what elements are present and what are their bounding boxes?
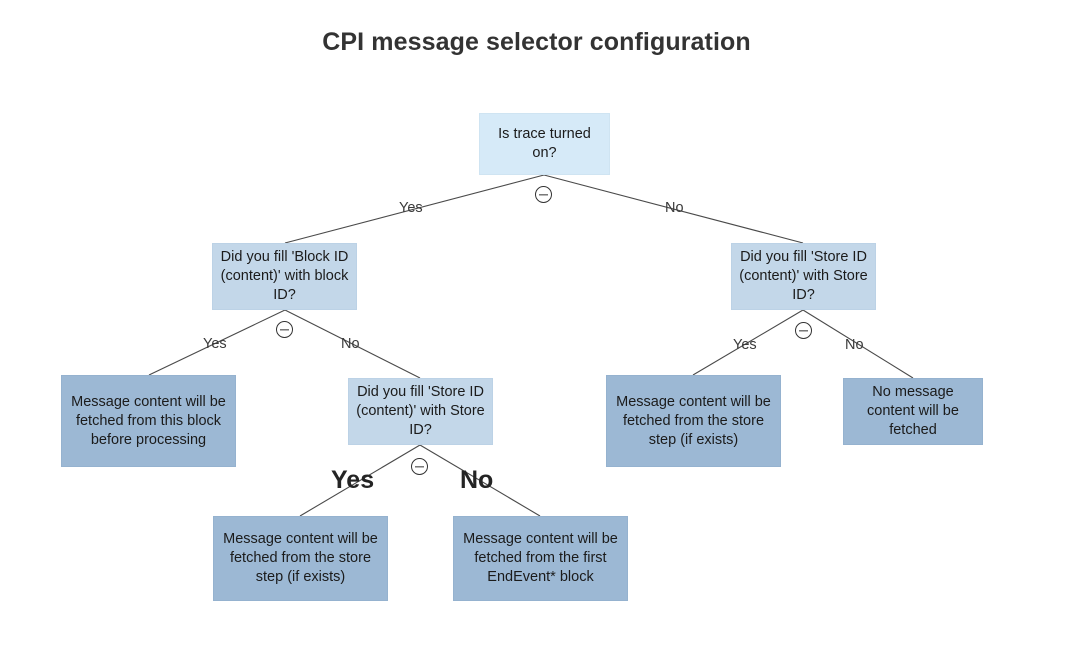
edge-label-storem-no: No — [460, 466, 494, 494]
node-block-id-q[interactable]: Did you fill 'Block ID (content)' with b… — [212, 243, 357, 310]
collapse-minus-icon[interactable] — [535, 186, 552, 203]
edge-block-no — [284, 309, 421, 379]
node-leaf-store-r[interactable]: Message content will be fetched from the… — [606, 375, 781, 467]
node-label: Did you fill 'Store ID (content)' with S… — [356, 384, 485, 438]
node-store-id-q-r[interactable]: Did you fill 'Store ID (content)' with S… — [731, 243, 876, 310]
node-label: No message content will be fetched — [867, 384, 959, 438]
node-label: Message content will be fetched from the… — [616, 393, 771, 448]
node-label: Did you fill 'Store ID (content)' with S… — [739, 249, 868, 303]
edge-label-storer-no: No — [845, 337, 864, 353]
node-label: Did you fill 'Block ID (content)' with b… — [220, 249, 349, 303]
edge-root-no — [543, 174, 804, 244]
edge-root-yes — [284, 174, 545, 244]
edge-label-storer-yes: Yes — [733, 337, 757, 353]
node-store-id-q-m[interactable]: Did you fill 'Store ID (content)' with S… — [348, 378, 493, 445]
page-title: CPI message selector configuration — [322, 28, 751, 56]
edge-label-block-yes: Yes — [203, 336, 227, 352]
edge-block-yes — [148, 309, 286, 376]
node-label: Message content will be fetched from thi… — [71, 393, 226, 448]
collapse-minus-icon[interactable] — [411, 458, 428, 475]
collapse-minus-icon[interactable] — [276, 321, 293, 338]
node-leaf-block[interactable]: Message content will be fetched from thi… — [61, 375, 236, 467]
node-label: Message content will be fetched from the… — [463, 531, 618, 585]
edge-storem-no — [419, 444, 541, 517]
edge-storer-no — [802, 309, 914, 379]
edge-storer-yes — [692, 309, 804, 376]
edge-label-root-no: No — [665, 200, 684, 216]
node-leaf-none[interactable]: No message content will be fetched — [843, 378, 983, 445]
edge-storem-yes — [299, 444, 421, 517]
node-label: Is trace turned on? — [498, 126, 591, 161]
collapse-minus-icon[interactable] — [795, 322, 812, 339]
node-label: Message content will be fetched from the… — [223, 531, 378, 585]
node-leaf-store-m[interactable]: Message content will be fetched from the… — [213, 516, 388, 601]
node-leaf-endevent[interactable]: Message content will be fetched from the… — [453, 516, 628, 601]
edge-label-storem-yes: Yes — [331, 466, 375, 494]
node-root[interactable]: Is trace turned on? — [479, 113, 610, 175]
edge-label-block-no: No — [341, 336, 360, 352]
edge-label-root-yes: Yes — [399, 200, 423, 216]
